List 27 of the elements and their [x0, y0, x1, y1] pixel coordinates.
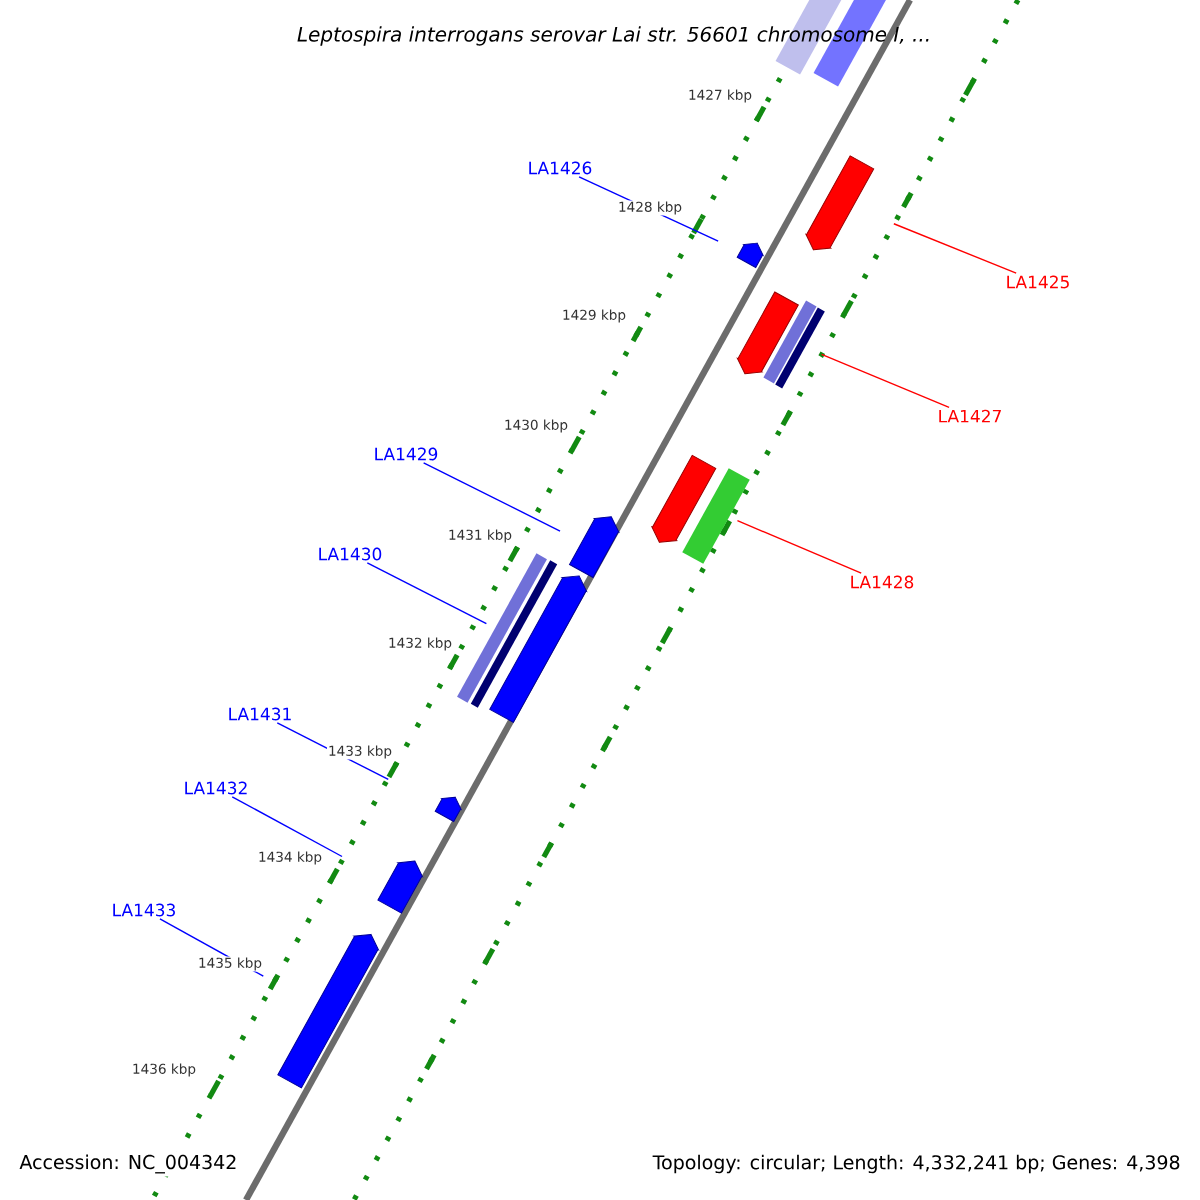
accession-text: Accession: NC_004342 [16, 1151, 241, 1177]
gene-label: LA1427 [939, 409, 1001, 423]
gene-feature [736, 291, 799, 375]
summary-text: Topology: circular; Length: 4,332,241 bp; Genes: 4,398 [649, 1151, 1184, 1177]
gene-label: LA1430 [319, 547, 382, 561]
gene-label: LA1428 [851, 575, 914, 589]
gene-label: LA1425 [1007, 275, 1069, 289]
gene-feature [651, 454, 717, 543]
gene-label: LA1426 [529, 161, 592, 175]
gene-feature [736, 242, 764, 268]
gene-feature [377, 860, 423, 914]
gene-feature [805, 155, 875, 251]
leader-line [366, 562, 488, 625]
title: Leptospira interrogans serovar Lai str. 56601 chromosome I, ... [297, 26, 929, 46]
gene-label: LA1431 [229, 707, 291, 721]
gene-feature [277, 933, 379, 1089]
leader-line [422, 462, 561, 532]
gene-feature [489, 575, 588, 723]
gene-label: LA1429 [375, 447, 438, 461]
gene-label: LA1432 [185, 781, 247, 795]
leader-line [820, 353, 950, 408]
gene-label: LA1433 [113, 903, 175, 917]
leader-line [893, 223, 1017, 274]
leader-line [736, 519, 862, 574]
gene-feature [569, 516, 620, 578]
leader-line [231, 796, 343, 858]
gene-feature [434, 796, 462, 822]
